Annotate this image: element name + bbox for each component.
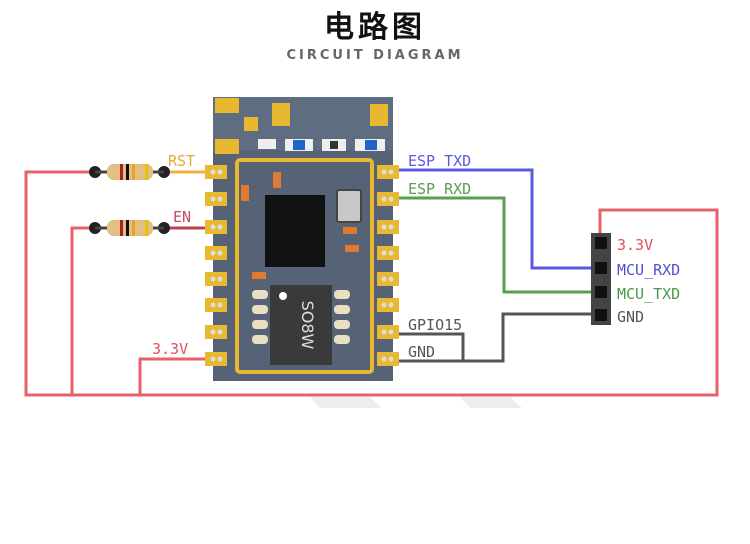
connector-label-mcu-rxd: MCU_RXD	[617, 261, 680, 279]
page-title: 电路图	[324, 10, 426, 45]
esp-txd-wire	[392, 168, 598, 270]
gnd-wire	[392, 312, 598, 363]
main-ic	[265, 195, 325, 267]
power-wire	[24, 170, 719, 397]
pin-label-gnd: GND	[408, 343, 435, 361]
esp-module: SO8W	[205, 97, 399, 381]
pin-label-en: EN	[173, 208, 191, 226]
pin-label-3v3: 3.3V	[152, 340, 188, 358]
pin-label-gpio15: GPIO15	[408, 316, 462, 334]
header-connector	[591, 233, 611, 325]
resistor-rst	[89, 164, 170, 180]
right-pads	[377, 165, 399, 366]
resistor-en	[89, 220, 170, 236]
chip-label: SO8W	[298, 301, 317, 350]
pin-label-esp-rxd: ESP_RXD	[408, 180, 471, 198]
pin-label-rst: RST	[168, 152, 195, 170]
pin-label-esp-txd: ESP_TXD	[408, 152, 471, 170]
page-subtitle: CIRCUIT DIAGRAM	[286, 48, 464, 63]
watermark	[310, 397, 522, 408]
connector-label-gnd: GND	[617, 308, 644, 326]
esp-rxd-wire	[392, 196, 598, 294]
left-pads	[205, 165, 227, 366]
connector-label-mcu-txd: MCU_TXD	[617, 285, 680, 303]
connector-label-3v3: 3.3V	[617, 236, 653, 254]
